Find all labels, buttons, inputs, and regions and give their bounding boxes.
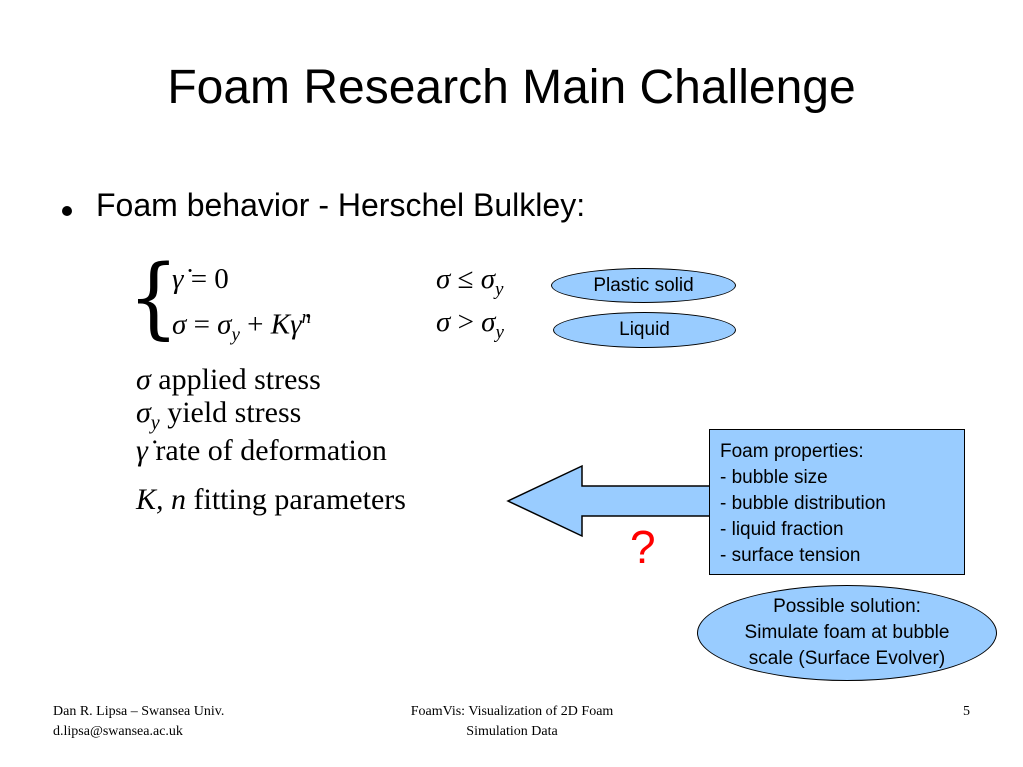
footer-author: Dan R. Lipsa – Swansea Univ. d.lipsa@swa… [53, 702, 224, 742]
definition-symbol: γ̇ [136, 434, 148, 467]
gt-operator: > [450, 306, 482, 338]
sigma-symbol: σ [436, 306, 451, 338]
definition-text: applied stress [158, 363, 321, 396]
left-arrow-icon [506, 464, 715, 538]
footer-title: FoamVis: Visualization of 2D Foam Simula… [372, 702, 652, 742]
bullet-text: Foam behavior - Herschel Bulkley: [96, 187, 586, 223]
definition-rate-of-deformation: γ̇ rate of deformation [136, 436, 387, 466]
k-symbol: K [270, 308, 291, 341]
equals-operator: = [186, 308, 218, 341]
definition-symbol: K, n [136, 483, 187, 516]
plus-operator: + [239, 308, 271, 341]
foam-property-item: - surface tension [720, 545, 861, 566]
equation-row1-left: γ̇ = 0 [172, 265, 229, 294]
solution-line: scale (Surface Evolver) [748, 648, 946, 669]
solution-line: Simulate foam at bubble [744, 622, 950, 643]
subscript-y: y [495, 321, 504, 343]
foam-properties-heading: Foam properties: [720, 441, 864, 462]
bullet-point-icon [62, 206, 72, 216]
slide-title: Foam Research Main Challenge [167, 61, 856, 114]
equation-row2-condition: σ > σy [436, 308, 504, 342]
question-mark: ? [630, 521, 656, 573]
definition-yield-stress: σy yield stress [136, 396, 302, 434]
sigma-symbol: σ [481, 306, 496, 338]
sigma-symbol: σ [217, 308, 232, 341]
liquid-label: Liquid [553, 312, 736, 348]
definition-applied-stress: σ applied stress [136, 365, 321, 395]
gamma-dot-symbol: γ̇ [290, 308, 302, 341]
definition-text: fitting parameters [193, 483, 406, 516]
footer-title-line: FoamVis: Visualization of 2D Foam [410, 704, 614, 719]
equation-row2-left: σ = σy + Kγ̇n [172, 308, 311, 344]
definition-symbol: σ [136, 396, 151, 429]
foam-property-item: - bubble size [720, 467, 828, 488]
subscript-y: y [495, 278, 504, 300]
equation-row1-condition: σ ≤ σy [436, 265, 503, 299]
foam-property-item: - bubble distribution [720, 493, 886, 514]
footer-author-name: Dan R. Lipsa – Swansea Univ. [53, 704, 225, 719]
foam-properties-box: Foam properties: - bubble size - bubble … [709, 429, 965, 575]
gamma-dot-symbol: γ̇ [172, 263, 184, 295]
definition-fitting-parameters: K, n fitting parameters [136, 485, 406, 515]
leq-operator: ≤ [450, 263, 481, 295]
definition-symbol: σ [136, 363, 151, 396]
plastic-solid-label: Plastic solid [551, 268, 736, 303]
sigma-symbol: σ [172, 308, 187, 341]
possible-solution-ellipse: Possible solution: Simulate foam at bubb… [697, 585, 997, 681]
superscript-n: n [301, 307, 312, 328]
left-brace-icon: { [128, 246, 179, 349]
footer-email: d.lipsa@swansea.ac.uk [53, 724, 183, 739]
page-number: 5 [963, 704, 970, 719]
definition-text: yield stress [167, 396, 302, 429]
footer-title-line: Simulation Data [466, 724, 558, 739]
definition-text: rate of deformation [155, 434, 387, 467]
subscript-y: y [231, 324, 240, 346]
sigma-symbol: σ [436, 263, 451, 295]
sigma-symbol: σ [480, 263, 496, 295]
foam-property-item: - liquid fraction [720, 519, 844, 540]
equals-zero: = 0 [183, 263, 229, 295]
definition-subscript: y [150, 412, 160, 434]
solution-line: Possible solution: [773, 596, 921, 617]
